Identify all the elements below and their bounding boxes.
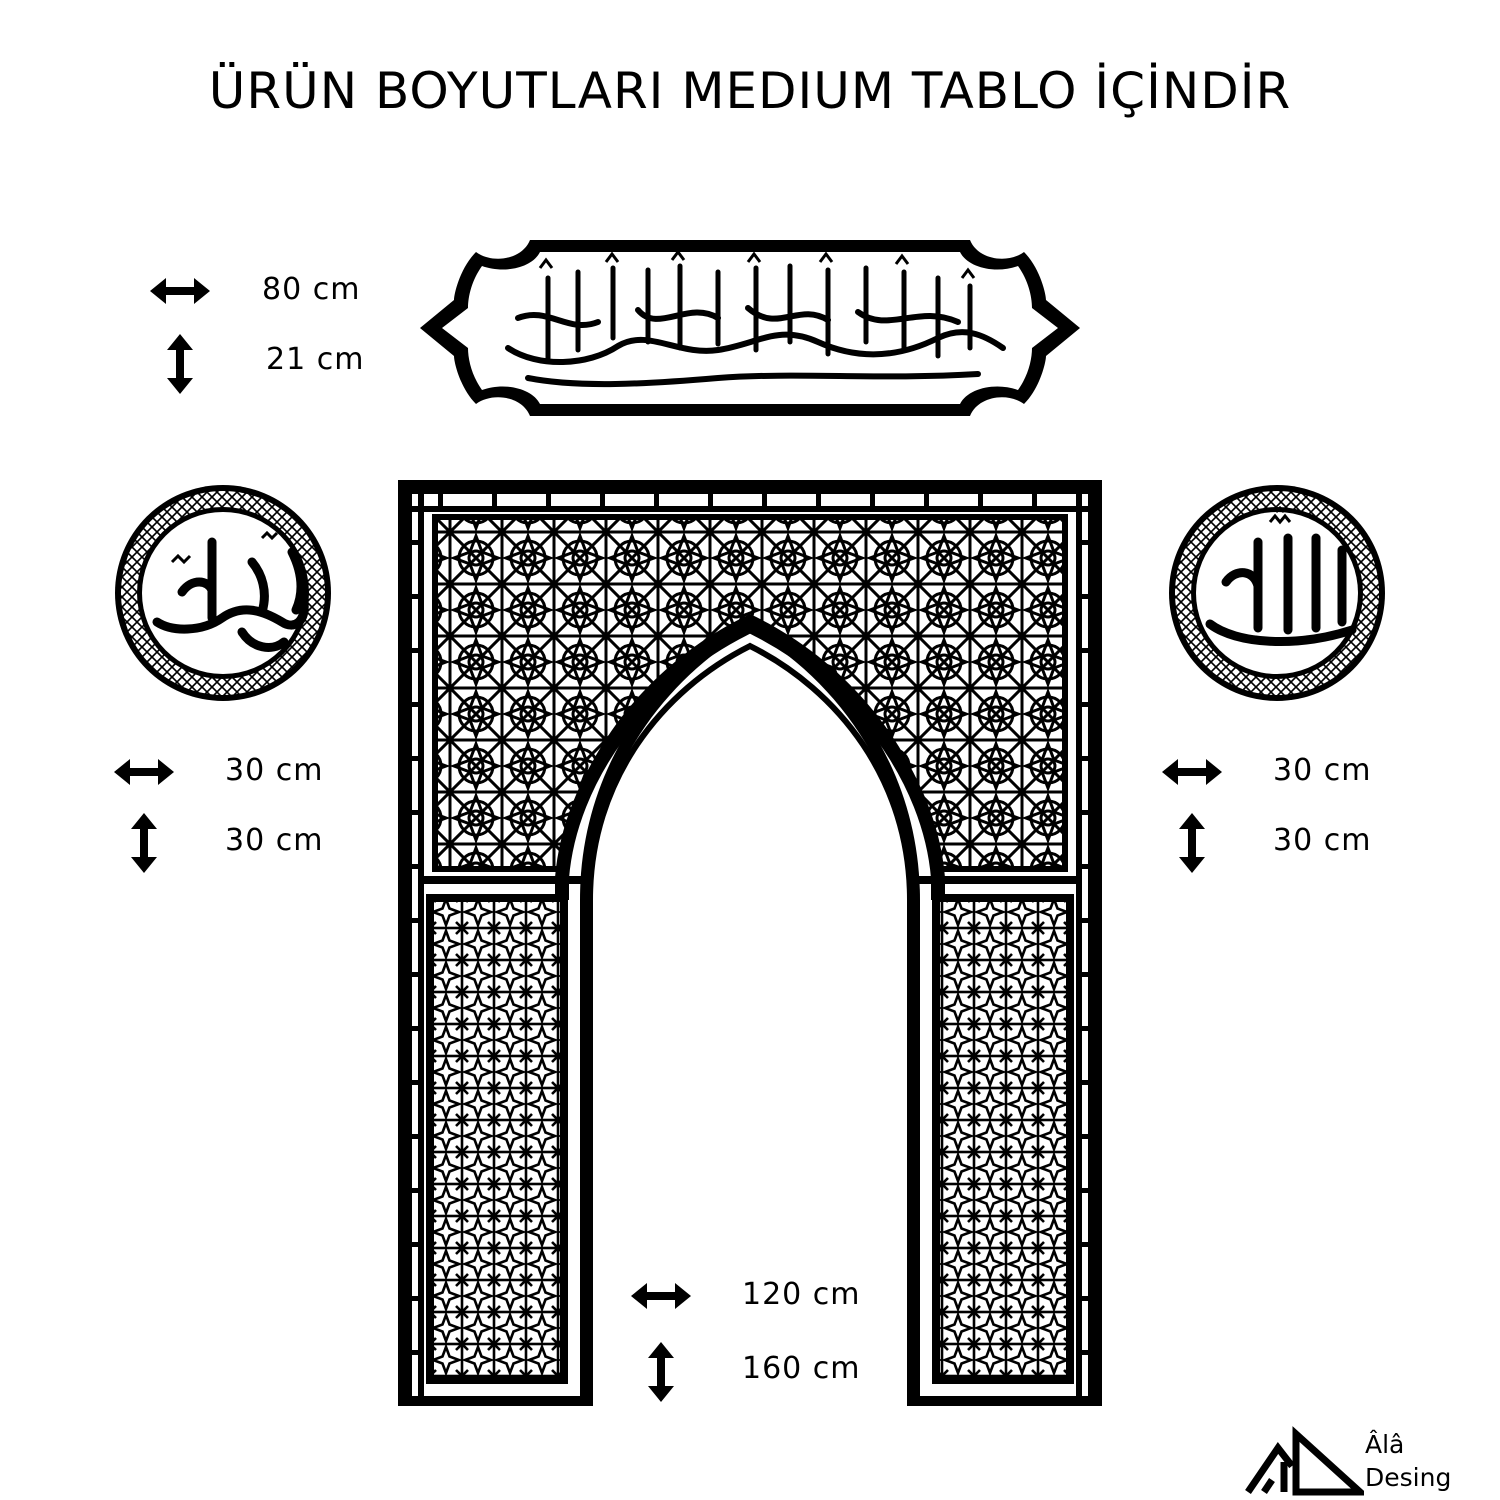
arch-height-label: 160 cm	[742, 1351, 861, 1386]
left-medallion-height-label: 30 cm	[225, 823, 324, 858]
banner-height-label: 21 cm	[266, 342, 365, 377]
banner-width-arrow-icon	[150, 278, 210, 304]
arch-width-arrow-icon	[631, 1283, 691, 1309]
right-medallion	[1166, 482, 1388, 704]
right-medallion-width-label: 30 cm	[1273, 753, 1372, 788]
brand-logo-icon	[1244, 1426, 1364, 1496]
arch-height-arrow-icon	[648, 1342, 674, 1402]
banner-width-label: 80 cm	[262, 272, 361, 307]
left-medallion-height-arrow-icon	[131, 813, 157, 873]
left-medallion-width-label: 30 cm	[225, 753, 324, 788]
right-medallion-height-arrow-icon	[1179, 813, 1205, 873]
right-medallion-height-label: 30 cm	[1273, 823, 1372, 858]
arch-width-label: 120 cm	[742, 1277, 861, 1312]
arch-panel	[398, 480, 1102, 1406]
brand-name-line1: Âlâ	[1365, 1430, 1405, 1459]
page-title: ÜRÜN BOYUTLARI MEDIUM TABLO İÇİNDİR	[208, 62, 1292, 120]
banner-height-arrow-icon	[167, 334, 193, 394]
calligraphy-banner	[418, 238, 1082, 418]
left-medallion	[112, 482, 334, 704]
brand-name-line2: Desing	[1365, 1463, 1452, 1492]
right-medallion-width-arrow-icon	[1162, 759, 1222, 785]
left-medallion-width-arrow-icon	[114, 759, 174, 785]
